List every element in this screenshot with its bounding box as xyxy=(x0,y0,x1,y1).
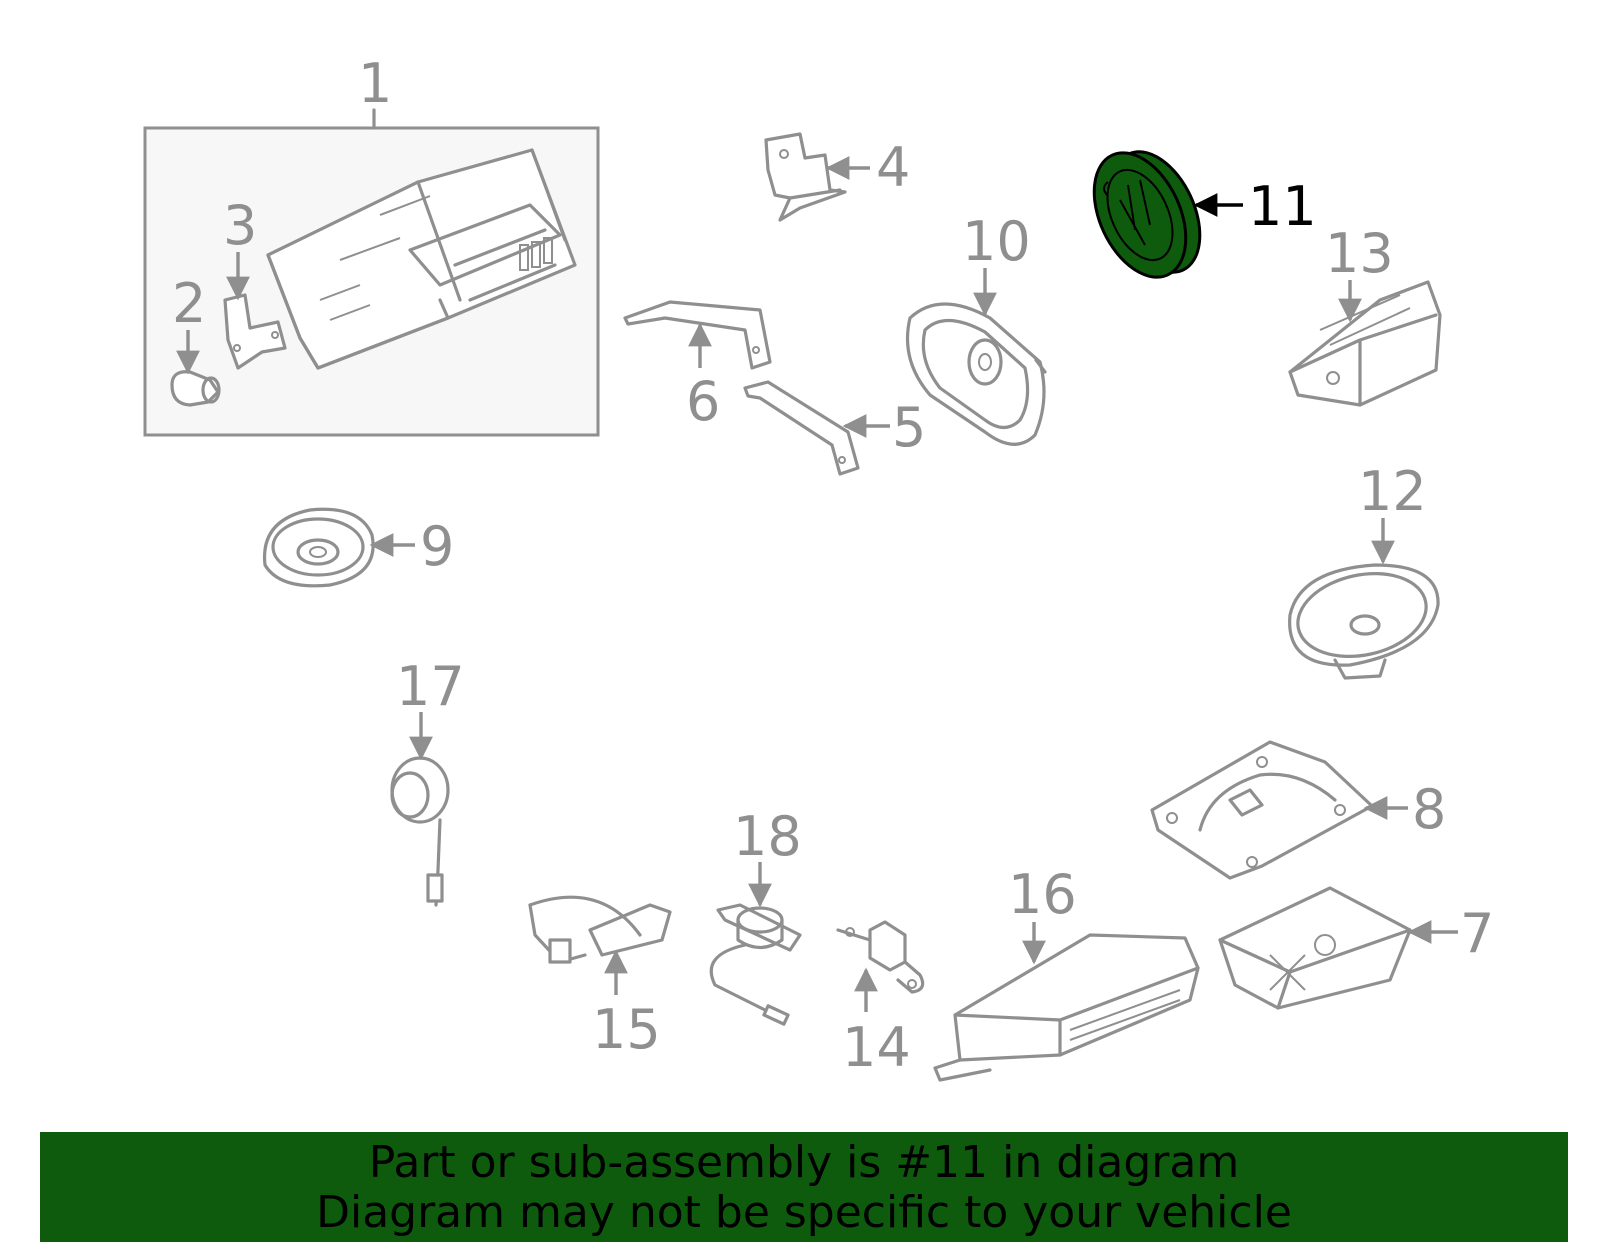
callout-11[interactable]: 11 xyxy=(1248,175,1317,238)
callout-6[interactable]: 6 xyxy=(686,370,720,433)
banner-line-1: Part or sub-assembly is #11 in diagram xyxy=(368,1137,1240,1188)
part-11-tweeter-highlighted[interactable] xyxy=(1076,138,1218,292)
callout-15[interactable]: 15 xyxy=(592,998,661,1061)
part-16-module[interactable] xyxy=(933,933,1200,1082)
callout-3[interactable]: 3 xyxy=(223,194,257,257)
callout-labels: 1 2 3 4 5 6 7 8 9 10 11 12 13 14 15 16 1… xyxy=(172,52,1494,1079)
part-4-bracket[interactable] xyxy=(764,132,847,222)
info-banner: Part or sub-assembly is #11 in diagram D… xyxy=(40,1132,1568,1242)
part-2-bushing[interactable] xyxy=(170,370,221,407)
part-6-bracket[interactable] xyxy=(623,300,772,370)
part-3-bracket[interactable] xyxy=(223,293,287,370)
part-8-tray[interactable] xyxy=(1150,740,1374,880)
callout-14[interactable]: 14 xyxy=(842,1016,911,1079)
callout-2[interactable]: 2 xyxy=(172,272,206,335)
callout-13[interactable]: 13 xyxy=(1325,222,1394,285)
callout-17[interactable]: 17 xyxy=(396,655,465,718)
callout-9[interactable]: 9 xyxy=(420,515,454,578)
part-10-speaker[interactable] xyxy=(905,302,1047,446)
leader-lines xyxy=(176,156,1458,1012)
part-9-speaker[interactable] xyxy=(262,507,375,588)
part-5-bracket[interactable] xyxy=(743,380,860,476)
callout-1[interactable]: 1 xyxy=(358,52,392,115)
callout-10[interactable]: 10 xyxy=(962,210,1031,273)
part-17-tweeter[interactable] xyxy=(390,756,450,907)
callout-5[interactable]: 5 xyxy=(892,396,926,459)
callout-16[interactable]: 16 xyxy=(1008,863,1077,926)
callout-7[interactable]: 7 xyxy=(1460,902,1494,965)
part-13-amplifier-bracket[interactable] xyxy=(1288,280,1442,407)
part-12-speaker[interactable] xyxy=(1288,562,1440,680)
part-18-buzzer[interactable] xyxy=(709,903,802,1026)
callout-18[interactable]: 18 xyxy=(733,805,802,868)
banner-line-2: Diagram may not be specific to your vehi… xyxy=(316,1187,1292,1238)
part-1-head-unit[interactable] xyxy=(143,108,600,437)
callout-12[interactable]: 12 xyxy=(1358,460,1427,523)
callout-8[interactable]: 8 xyxy=(1412,778,1446,841)
part-14-sensor[interactable] xyxy=(836,920,925,994)
part-15-connector-bracket[interactable] xyxy=(528,895,672,964)
part-7-tray[interactable] xyxy=(1218,886,1412,1010)
callout-4[interactable]: 4 xyxy=(876,136,910,199)
